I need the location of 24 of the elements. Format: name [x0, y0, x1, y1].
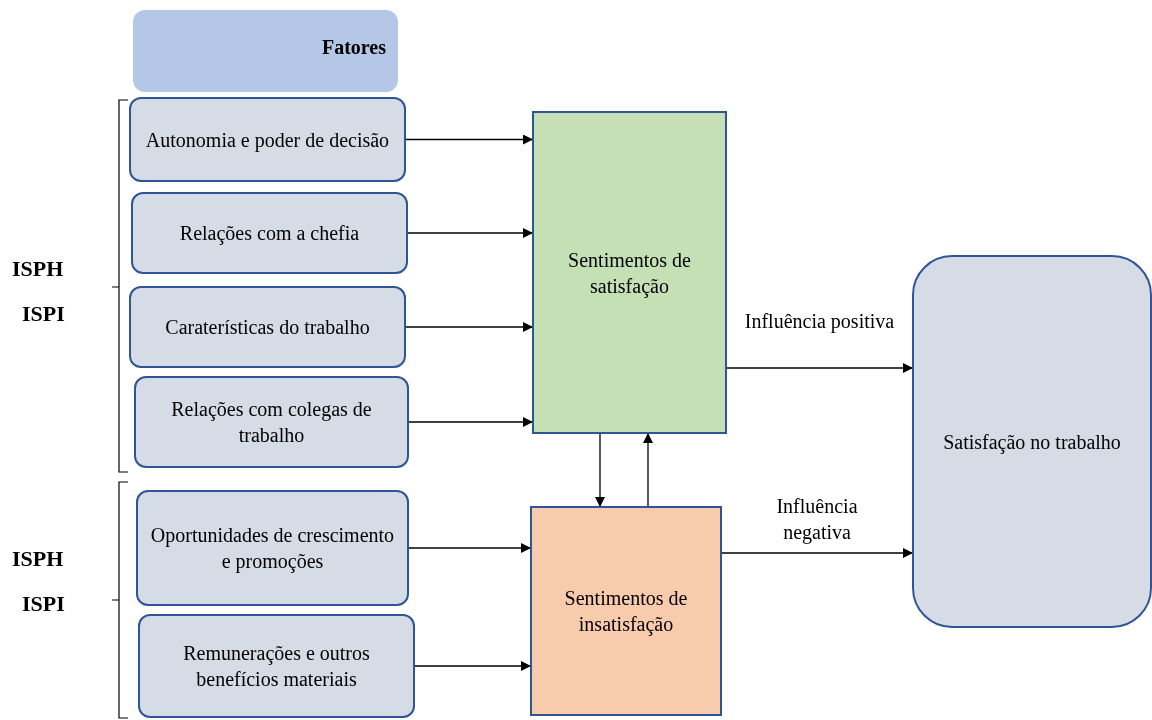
group-label: ISPH	[12, 545, 64, 573]
process-box: Sentimentos de satisfação	[532, 111, 727, 434]
arrow	[721, 548, 913, 558]
factor-box: Oportunidades de crescimento e promoções	[136, 490, 409, 606]
factor-box: Relações com a chefia	[131, 192, 408, 274]
arrow	[408, 543, 531, 553]
arrow	[643, 433, 653, 507]
process-box: Sentimentos de insatisfação	[530, 506, 722, 716]
result-box: Satisfação no trabalho	[912, 255, 1152, 628]
header-box: Fatores	[133, 10, 398, 92]
arrow	[405, 322, 533, 332]
factor-box: Remunerações e outros benefícios materiais	[138, 614, 415, 718]
arrow	[408, 417, 533, 427]
arrow	[595, 433, 605, 507]
factor-box: Caraterísticas do trabalho	[129, 286, 406, 368]
group-label: ISPH	[12, 255, 64, 283]
factor-box: Autonomia e poder de decisão	[129, 97, 406, 182]
arrow	[414, 661, 531, 671]
group-label: ISPI	[22, 590, 65, 618]
group-label: ISPI	[22, 300, 65, 328]
arrow	[726, 363, 913, 373]
arrow	[405, 134, 533, 145]
arrow	[407, 228, 533, 238]
factor-box: Relações com colegas de trabalho	[134, 376, 409, 468]
